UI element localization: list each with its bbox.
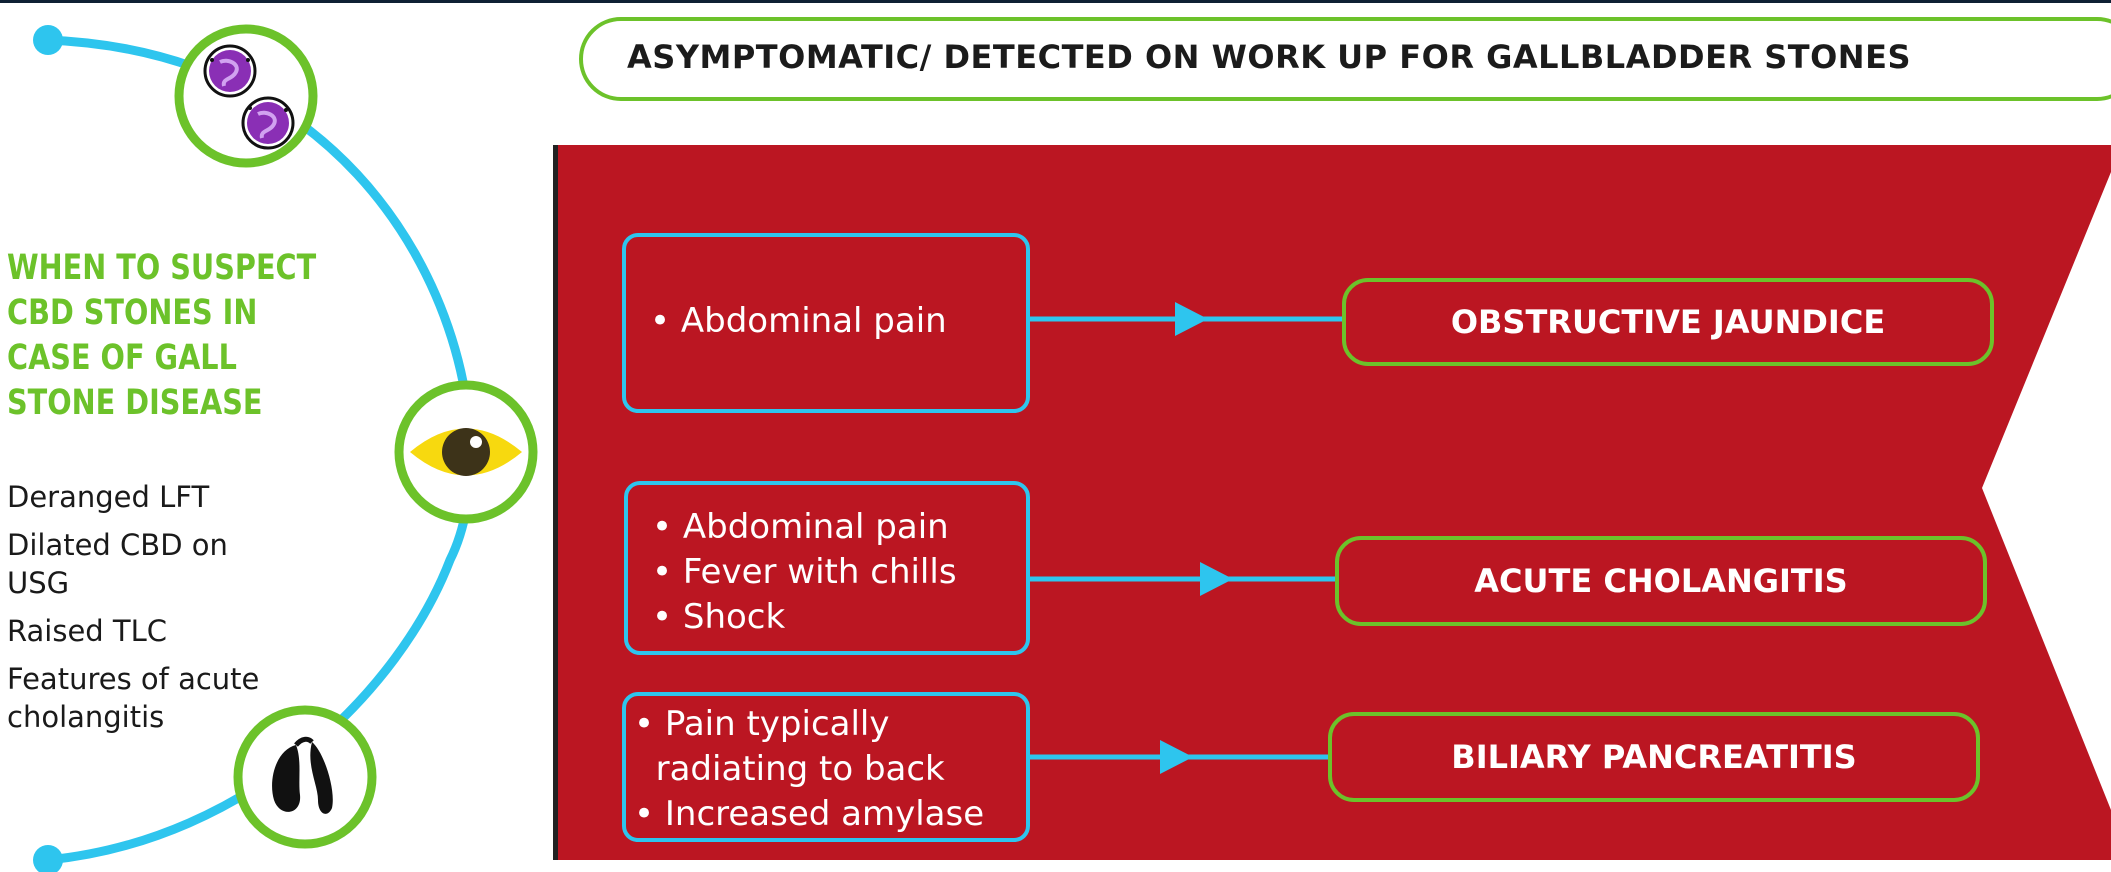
criteria-item: Dilated CBD on USG: [7, 526, 277, 602]
criteria-item: Features of acute cholangitis: [7, 660, 277, 736]
symptom-box-2: • Abdominal pain • Fever with chills • S…: [624, 481, 1030, 655]
symptom-box-3: • Pain typically radiating to back • Inc…: [622, 692, 1030, 842]
symptom-line: • Shock: [652, 595, 1026, 640]
criteria-item: Raised TLC: [7, 612, 277, 650]
neutrophil-circle: [179, 29, 313, 163]
criteria-item: Deranged LFT: [7, 478, 277, 516]
heading-line: CASE OF GALL: [7, 336, 278, 381]
symptom-box-1: • Abdominal pain: [622, 233, 1030, 413]
outcome-box-2: ACUTE CHOLANGITIS: [1335, 536, 1987, 626]
symptom-line: • Abdominal pain: [652, 505, 1026, 550]
outcome-label: ACUTE CHOLANGITIS: [1474, 562, 1847, 600]
outcome-label: BILIARY PANCREATITIS: [1451, 738, 1856, 776]
symptom-line: • Increased amylase: [634, 792, 1026, 837]
outcome-label: OBSTRUCTIVE JAUNDICE: [1451, 303, 1885, 341]
header-title: ASYMPTOMATIC/ DETECTED ON WORK UP FOR GA…: [579, 38, 1959, 76]
heading-line: CBD STONES IN: [7, 291, 278, 336]
symptom-line: • Abdominal pain: [650, 299, 1026, 344]
timeline-end-dot: [33, 845, 63, 872]
heading-line: WHEN TO SUSPECT: [7, 246, 278, 291]
outcome-box-3: BILIARY PANCREATITIS: [1328, 712, 1980, 802]
section-heading: WHEN TO SUSPECT CBD STONES IN CASE OF GA…: [7, 246, 278, 426]
heading-line: STONE DISEASE: [7, 381, 278, 426]
symptom-line: • Fever with chills: [652, 550, 1026, 595]
criteria-list: Deranged LFT Dilated CBD on USG Raised T…: [7, 478, 277, 746]
outcome-box-1: OBSTRUCTIVE JAUNDICE: [1342, 278, 1994, 366]
symptom-line: radiating to back: [634, 747, 1026, 792]
timeline-start-dot: [33, 25, 63, 55]
symptom-line: • Pain typically: [634, 702, 1026, 747]
panel-left-edge: [553, 145, 558, 860]
